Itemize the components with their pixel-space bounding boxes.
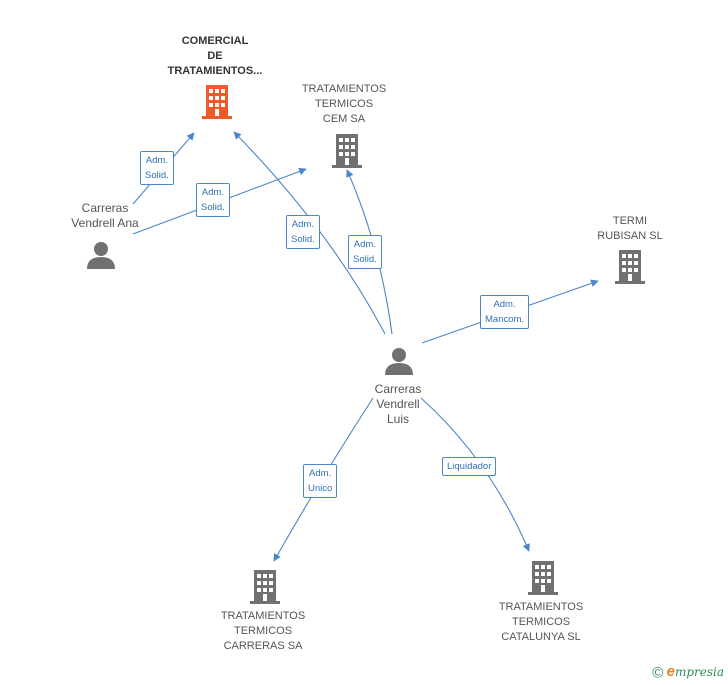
edge-label-luis-catalunya[interactable]: Liquidador	[442, 457, 497, 476]
building-icon-cem[interactable]	[332, 134, 362, 168]
edge-label-luis-comercial[interactable]: Adm. Solid.	[286, 215, 320, 249]
copyright-symbol: ©	[652, 664, 664, 681]
edge-label-luis-rubisan[interactable]: Adm. Mancom.	[480, 295, 530, 329]
empresia-footer[interactable]: © empresia	[652, 663, 724, 681]
node-label-catalunya[interactable]: TRATAMIENTOS TERMICOS CATALUNYA SL	[498, 601, 584, 643]
edge-label-ana-comercial[interactable]: Adm. Solid.	[140, 151, 174, 185]
building-icon-carreras-sa[interactable]	[250, 570, 280, 604]
building-icon-catalunya[interactable]	[528, 561, 558, 595]
edge-label-luis-carreras-sa[interactable]: Adm. Unico	[303, 464, 338, 498]
person-icon-ana[interactable]	[87, 242, 115, 269]
person-icon-luis[interactable]	[385, 348, 413, 375]
node-label-cem[interactable]: TRATAMIENTOS TERMICOS CEM SA	[301, 83, 387, 125]
empresia-brand: mpresia	[674, 664, 724, 679]
node-label-rubisan[interactable]: TERMI RUBISAN SL	[597, 215, 663, 242]
edge-label-ana-cem[interactable]: Adm. Solid.	[196, 183, 230, 217]
building-icon-rubisan[interactable]	[615, 250, 645, 284]
building-icon-comercial[interactable]	[202, 85, 232, 119]
edge-label-luis-cem[interactable]: Adm. Solid.	[348, 235, 382, 269]
empresia-logo-icon: e	[666, 662, 675, 680]
node-label-comercial[interactable]: COMERCIAL DE TRATAMIENTOS...	[167, 35, 263, 77]
node-label-ana[interactable]: Carreras Vendrell Ana	[71, 201, 139, 230]
node-label-luis[interactable]: Carreras Vendrell Luis	[374, 382, 422, 426]
node-label-carreras-sa[interactable]: TRATAMIENTOS TERMICOS CARRERAS SA	[220, 610, 306, 652]
